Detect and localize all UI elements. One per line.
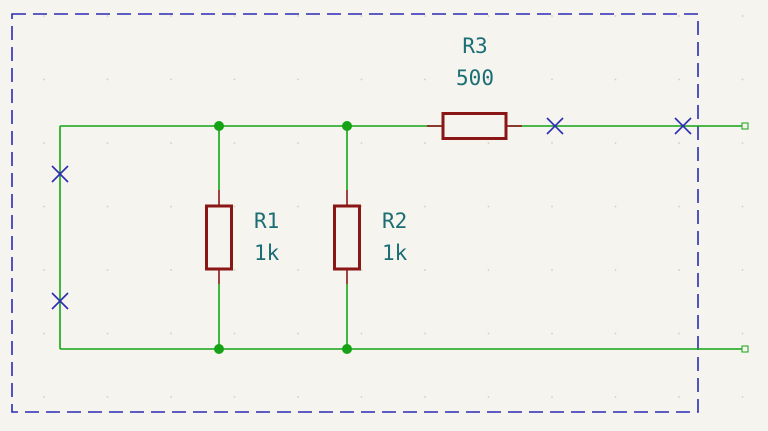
ports — [741, 122, 749, 353]
r1-reference-label[interactable]: R1 — [254, 209, 279, 233]
junction-dot-icon — [214, 121, 224, 131]
sheet-border — [11, 13, 699, 413]
r1-value-label[interactable]: 1k — [254, 241, 280, 265]
no-connect-x-icon[interactable] — [546, 117, 564, 135]
r2-value-label[interactable]: 1k — [382, 241, 408, 265]
resistor-r1-body[interactable] — [205, 204, 233, 271]
resistor-r3-body[interactable] — [441, 112, 508, 140]
no-connect-x-icon[interactable] — [674, 117, 692, 135]
resistor-r2-body[interactable] — [333, 204, 361, 271]
grid-dots — [43, 15, 744, 398]
junctions — [214, 121, 352, 354]
r3-reference-label[interactable]: R3 — [462, 34, 487, 58]
junction-dot-icon — [342, 344, 352, 354]
junction-dot-icon — [214, 344, 224, 354]
r2-reference-label[interactable]: R2 — [382, 209, 407, 233]
no-connect-markers — [51, 117, 692, 310]
r3-value-label[interactable]: 500 — [456, 66, 494, 90]
resistor-r2[interactable]: R2 1k — [333, 190, 408, 284]
resistor-r1[interactable]: R1 1k — [205, 190, 280, 284]
junction-dot-icon — [342, 121, 352, 131]
resistor-r3[interactable]: R3 500 — [427, 34, 522, 140]
port-square-icon[interactable] — [741, 122, 749, 130]
no-connect-x-icon[interactable] — [51, 292, 69, 310]
wires — [59, 125, 742, 350]
port-square-icon[interactable] — [741, 345, 749, 353]
no-connect-x-icon[interactable] — [51, 165, 69, 183]
